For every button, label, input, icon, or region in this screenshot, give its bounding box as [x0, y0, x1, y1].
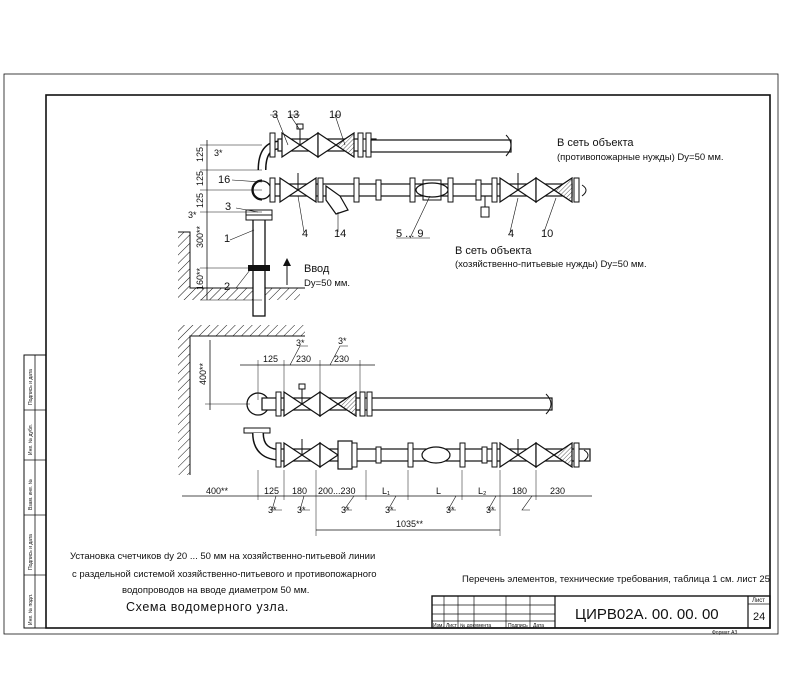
- dim-160: 160**: [195, 267, 205, 290]
- part-5-9: 5 ... 9: [396, 228, 424, 240]
- outlet-drinking-line2: (хозяйственно-питьевые нужды) Dy=50 мм.: [455, 259, 647, 270]
- sheet-label: Лист: [752, 598, 765, 604]
- format-note: Формат А3: [712, 630, 737, 636]
- col-izm: Изм.: [433, 623, 444, 629]
- angle-bottom-6: 3*: [486, 505, 495, 515]
- dim-230-bottom: 230: [550, 486, 565, 496]
- angle-bottom-1: 3*: [268, 505, 277, 515]
- part-3-mid: 3: [225, 201, 231, 213]
- note-line-3: водопроводов на вводе диаметром 50 мм.: [122, 585, 309, 596]
- upper-check-valve: [317, 131, 355, 159]
- note-line-2: с раздельной системой хозяйственно-питье…: [72, 569, 377, 580]
- part-2: 2: [224, 281, 230, 293]
- side-stamp-label-4: Подпись и дата: [28, 534, 34, 570]
- outlet-fire-line1: В сеть объекта: [557, 137, 634, 149]
- outlet-fire-line2: (противопожарные нужды) Dy=50 мм.: [557, 152, 724, 163]
- note-line-1: Установка счетчиков dy 20 ... 50 мм на х…: [70, 551, 375, 562]
- part-14: 14: [334, 228, 346, 240]
- part-10-right: 10: [541, 228, 553, 240]
- document-code: ЦИРВ02А. 00. 00. 00: [575, 606, 719, 623]
- part-1: 1: [224, 233, 230, 245]
- angle-mark-2: 3*: [188, 210, 197, 220]
- side-stamp-label-1: Подпись и дата: [28, 369, 34, 405]
- side-stamp: Подпись и дата Инв. № дубл. Взам. инв. №…: [23, 354, 47, 629]
- side-stamp-label-5: Инв. № подл.: [28, 594, 34, 625]
- col-list: Лист: [446, 623, 458, 629]
- outlet-drinking-line1: В сеть объекта: [455, 245, 532, 257]
- dim-180-b: 180: [512, 486, 527, 496]
- dim-125-bottom: 125: [264, 486, 279, 496]
- part-3-top: 3: [272, 109, 278, 121]
- dim-230-a: 230: [296, 354, 311, 364]
- angle-bottom-3: 3*: [341, 505, 350, 515]
- dim-125-a: 125: [195, 147, 205, 162]
- dim-1035: 1035**: [396, 519, 424, 529]
- angle-top-a1: 3*: [296, 338, 305, 348]
- angle-bottom-5: 3*: [446, 505, 455, 515]
- dim-125-c: 125: [195, 193, 205, 208]
- col-doc: № документа: [460, 623, 491, 629]
- dim-230-b: 230: [334, 354, 349, 364]
- side-stamp-label-2: Инв. № дубл.: [28, 424, 34, 455]
- angle-mark-1: 3*: [214, 148, 223, 158]
- part-4: 4: [302, 228, 308, 240]
- notes: Установка счетчиков dy 20 ... 50 мм на х…: [70, 551, 770, 614]
- bottom-scheme: 125 230 230 3* 3* 400** 400** 125 180 20…: [178, 325, 592, 536]
- angle-bottom-4: 3*: [385, 505, 394, 515]
- part-16: 16: [218, 174, 230, 186]
- inlet-line1: Ввод: [304, 263, 330, 275]
- dim-180-a: 180: [292, 486, 307, 496]
- col-sign: Подпись: [508, 623, 528, 629]
- top-scheme: 3 13 10 16 3 1 2 4 14 5 ... 9 4 10 125 1…: [178, 109, 724, 317]
- dim-L2: L₂: [478, 486, 487, 496]
- dim-400-vertical: 400**: [198, 362, 208, 385]
- dim-125-b: 125: [195, 171, 205, 186]
- part-4-right: 4: [508, 228, 514, 240]
- part-10-top: 10: [329, 109, 341, 121]
- angle-bottom-2: 3*: [297, 505, 306, 515]
- angle-top-a2: 3*: [338, 336, 347, 346]
- dim-200-230: 200...230: [318, 486, 356, 496]
- dim-300: 300**: [195, 225, 205, 248]
- dim-L: L: [436, 486, 441, 496]
- dim-125-bottom-top: 125: [263, 354, 278, 364]
- col-date: Дата: [533, 623, 544, 629]
- part-13: 13: [287, 109, 299, 121]
- side-stamp-label-3: Взам. инв. №: [28, 479, 34, 510]
- upper-valve-1: [281, 123, 319, 159]
- title-block: Изм. Лист № документа Подпись Дата ЦИРВ0…: [431, 595, 771, 636]
- dim-400-horizontal: 400**: [206, 486, 229, 496]
- reference-note: Перечень элементов, технические требован…: [462, 574, 770, 585]
- dim-L1: L₁: [382, 486, 390, 496]
- inlet-line2: Dy=50 мм.: [304, 278, 350, 289]
- sheet-number: 24: [753, 611, 765, 623]
- scheme-heading: Схема водомерного узла.: [126, 600, 289, 614]
